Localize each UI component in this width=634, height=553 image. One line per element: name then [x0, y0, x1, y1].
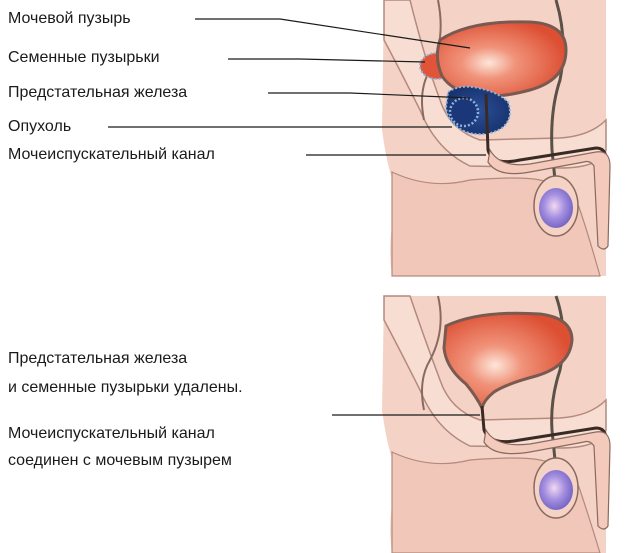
label-prostate: Предстательная железа [8, 83, 187, 103]
label-tumor: Опухоль [8, 117, 71, 137]
caption-urethra-connected-1: Мочеиспускательный канал [8, 424, 215, 444]
top-testis [539, 188, 573, 228]
caption-prostate-removed-2: и семенные пузырьки удалены. [8, 378, 243, 398]
caption-prostate-removed-1: Предстательная железа [8, 349, 187, 369]
label-seminal-vesicles: Семенные пузырьки [8, 48, 160, 68]
caption-urethra-connected-2: соединен с мочевым пузырем [8, 451, 232, 471]
top-tumor [450, 98, 478, 126]
label-bladder: Мочевой пузырь [8, 9, 131, 29]
bottom-testis [539, 470, 573, 510]
label-urethra: Мочеиспускательный канал [8, 145, 215, 165]
